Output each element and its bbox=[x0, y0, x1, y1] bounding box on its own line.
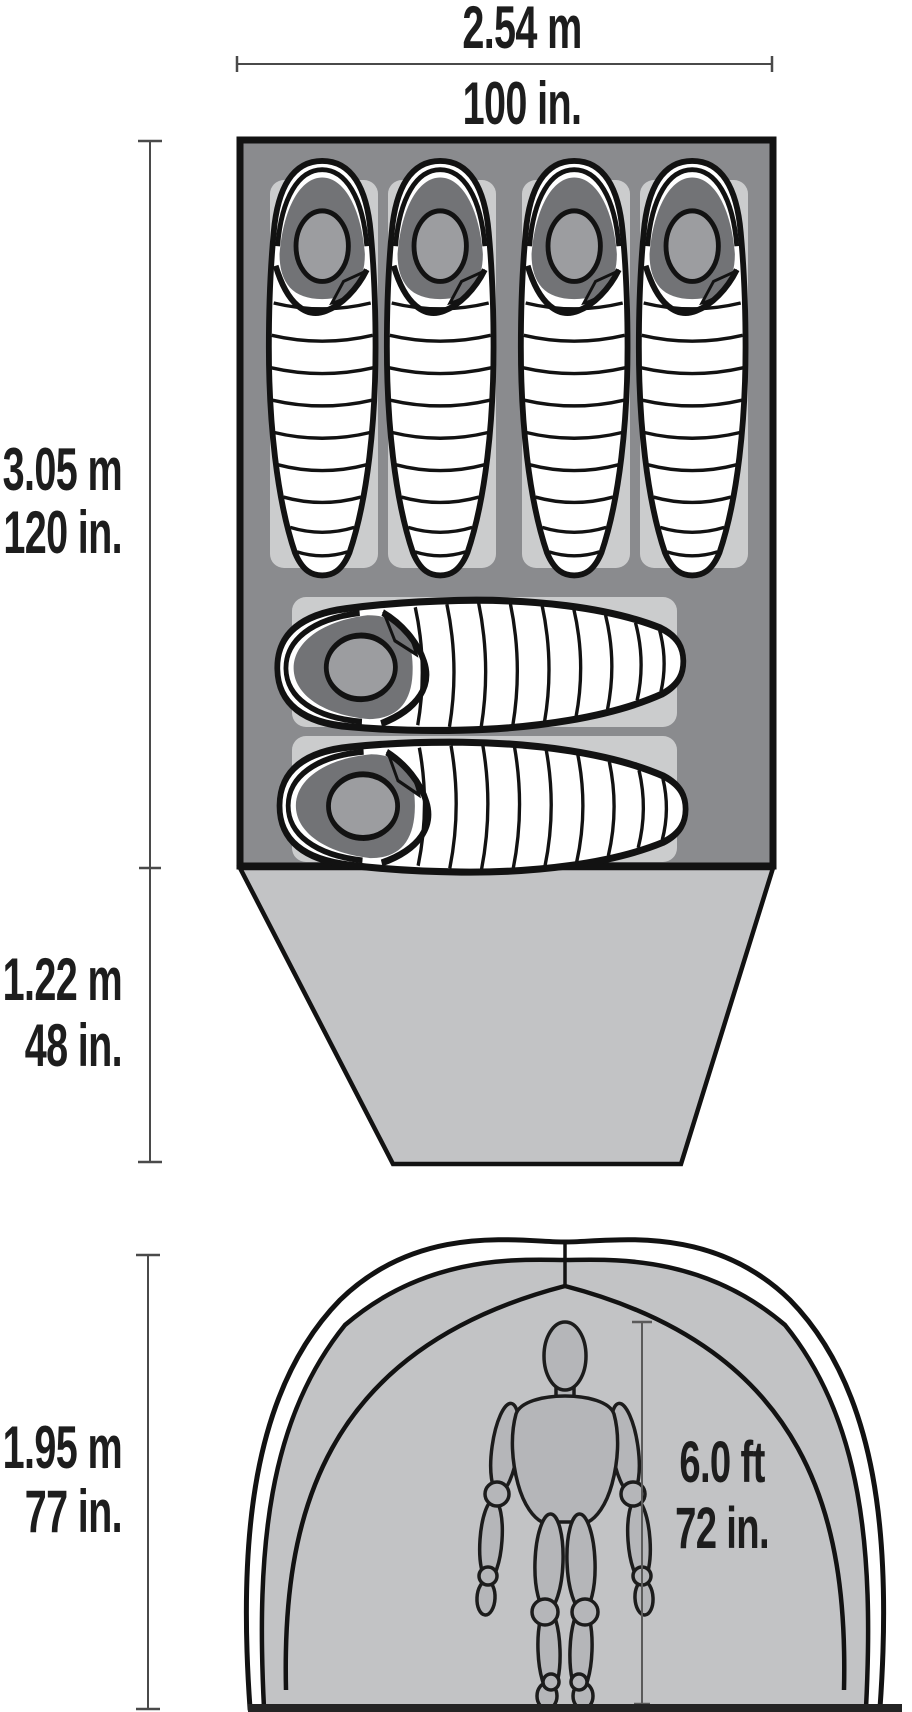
dimension-length-and-vestibule: 3.05 m 120 in. 1.22 m 48 in. bbox=[3, 139, 162, 1164]
peak-height-label-metric: 1.95 m bbox=[3, 1414, 122, 1481]
mannequin-figure bbox=[475, 1320, 655, 1711]
interior-height-label-inches: 72 in. bbox=[675, 1497, 769, 1561]
mannequin-knee-joint bbox=[570, 1597, 600, 1627]
vestibule bbox=[236, 865, 777, 1167]
mannequin-head bbox=[542, 1320, 588, 1392]
sleeping-bag-vertical bbox=[387, 161, 494, 576]
dimension-interior-height: 6.0 ft 72 in. bbox=[632, 1320, 770, 1706]
floor-plan-view bbox=[236, 136, 777, 1167]
mannequin-elbow-joint bbox=[483, 1480, 511, 1508]
vestibule-label-imperial: 48 in. bbox=[25, 1012, 122, 1079]
cross-section-view: 6.0 ft 72 in. bbox=[243, 1237, 902, 1712]
mannequin-elbow-joint bbox=[619, 1480, 647, 1508]
mannequin-knee-joint bbox=[530, 1597, 560, 1627]
mannequin-wrist-joint bbox=[477, 1565, 499, 1587]
sleeping-bag-vertical bbox=[269, 161, 376, 576]
mannequin-ankle-joint bbox=[541, 1672, 561, 1692]
mannequin-ankle-joint bbox=[569, 1672, 589, 1692]
length-label-imperial: 120 in. bbox=[3, 499, 122, 566]
peak-height-label-imperial: 77 in. bbox=[25, 1478, 122, 1545]
sleeping-bag-vertical bbox=[639, 161, 746, 576]
interior-height-label-feet: 6.0 ft bbox=[679, 1431, 765, 1495]
vestibule-label-metric: 1.22 m bbox=[3, 946, 122, 1013]
dimension-peak-height: 1.95 m 77 in. bbox=[3, 1253, 160, 1711]
dimension-width: 2.54 m 100 in. bbox=[235, 0, 774, 137]
length-label-metric: 3.05 m bbox=[3, 436, 122, 503]
width-label-metric: 2.54 m bbox=[462, 0, 581, 61]
sleeping-bag-vertical bbox=[521, 161, 628, 576]
mannequin-torso bbox=[510, 1394, 620, 1524]
sleeping-bag-horizontal bbox=[279, 740, 686, 874]
width-label-imperial: 100 in. bbox=[463, 70, 582, 137]
